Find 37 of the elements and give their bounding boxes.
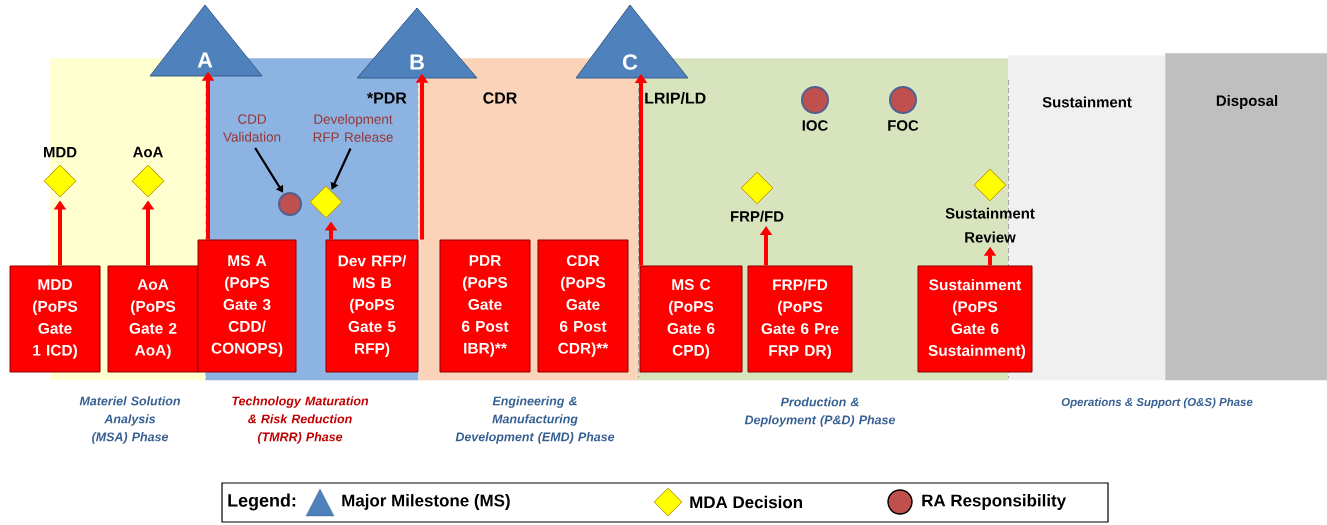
- band-title: Disposal: [1216, 95, 1278, 109]
- phase-label: Technology Maturation & Risk Reduction (TMRR) Phase: [232, 396, 369, 444]
- milestone-label: MDD: [44, 147, 77, 158]
- legend-title: Legend:: [228, 493, 296, 511]
- gate-box: MS C (PoPS Gate 6 CPD): [639, 265, 743, 373]
- gate-box: CDR (PoPS Gate 6 Post CDR)**: [537, 239, 629, 373]
- milestone-label: FRP/FD: [731, 210, 784, 222]
- legend-label: RA Responsibility: [922, 494, 1067, 510]
- gate-box: FRP/FD (PoPS Gate 6 Pre FRP DR): [747, 265, 853, 373]
- gate-box: MDD (PoPS Gate 1 ICD): [9, 265, 101, 373]
- phase-label: Materiel Solution Analysis (MSA) Phase: [79, 396, 180, 444]
- gate-box: AoA (PoPS Gate 2 AoA): [107, 265, 199, 373]
- milestone-label: LRIP/LD: [645, 92, 706, 104]
- phase-label: Engineering & Manufacturing Development (EMD) Phase: [455, 396, 615, 444]
- milestone-triangle: B: [356, 7, 478, 79]
- milestone-label: Sustainment Review: [945, 207, 1035, 243]
- band-title: Sustainment: [1042, 96, 1132, 108]
- milestone-label: FOC: [888, 120, 919, 131]
- gate-box: PDR (PoPS Gate 6 Post IBR)**: [439, 239, 531, 373]
- phase-label: Production & Deployment (P&D) Phase: [744, 397, 896, 427]
- phase-label: Operations & Support (O&S) Phase: [1061, 397, 1253, 409]
- milestone-label: CDR: [483, 92, 517, 104]
- gate-box: Sustainment (PoPS Gate 6 Sustainment): [917, 265, 1033, 373]
- leader-arrow: [254, 147, 284, 193]
- legend-label: Major Milestone (MS): [342, 494, 510, 510]
- leader-arrow: [330, 148, 352, 190]
- milestone-label: *PDR: [367, 92, 407, 104]
- milestone-triangle: C: [575, 4, 689, 79]
- decision-diamond: [309, 185, 343, 219]
- milestone-label: AoA: [133, 146, 163, 158]
- gate-box: MS A (PoPS Gate 3 CDD/ CONOPS): [197, 239, 297, 373]
- callout-text: CDD Validation: [223, 114, 281, 142]
- milestone-label: IOC: [802, 120, 828, 131]
- milestone-triangle: A: [149, 4, 263, 77]
- gate-box: Dev RFP/ MS B (PoPS Gate 5 RFP): [325, 239, 419, 373]
- callout-text: Development RFP Release: [313, 114, 393, 142]
- legend-label: MDA Decision: [690, 495, 802, 509]
